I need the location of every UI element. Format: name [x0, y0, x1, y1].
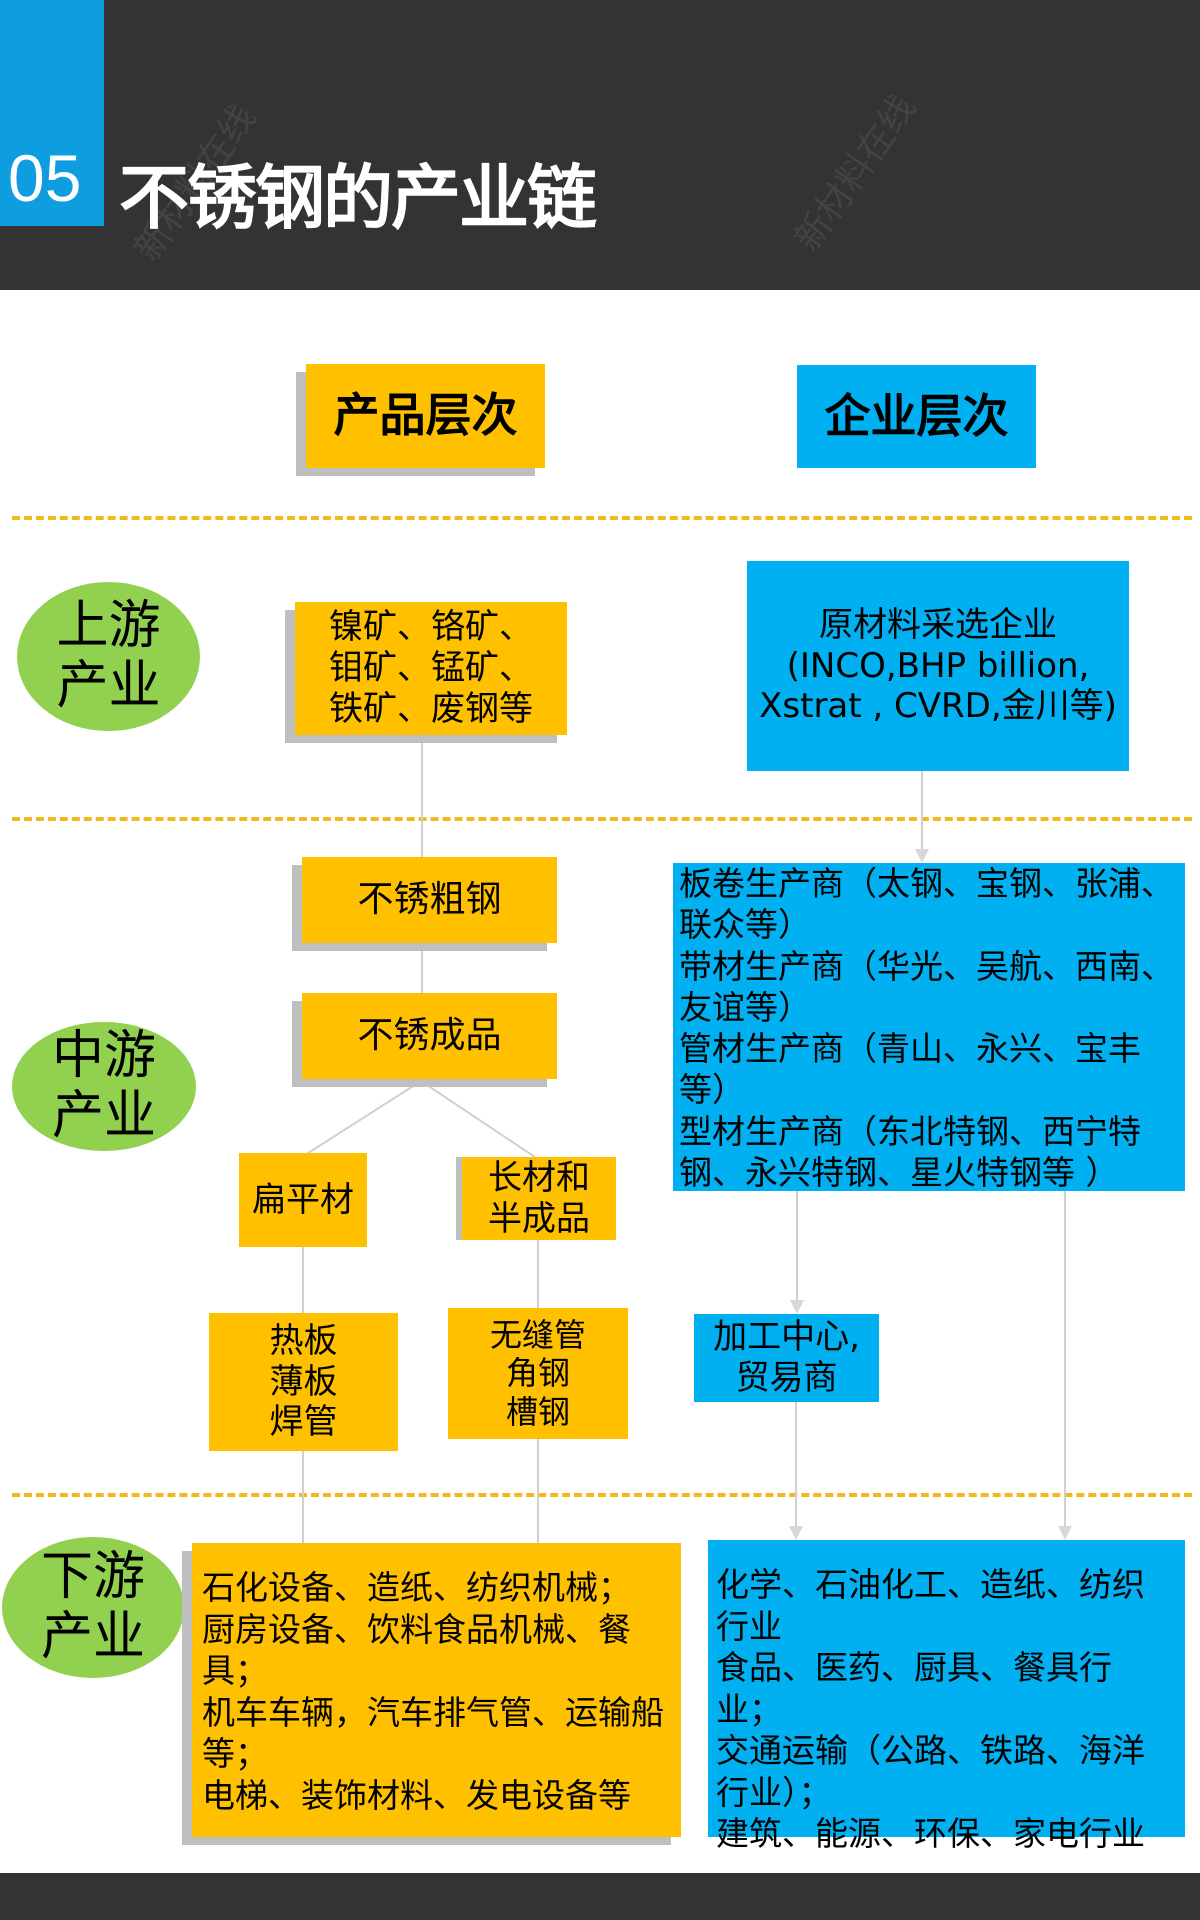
- arrow-line: [921, 771, 923, 849]
- connector: [537, 1439, 539, 1543]
- processing-traders: 加工中心, 贸易商: [694, 1314, 879, 1402]
- flat-products: 扁平材: [239, 1153, 367, 1247]
- flat-product-types: 热板 薄板 焊管: [209, 1313, 398, 1451]
- connector: [537, 1240, 539, 1308]
- downstream-products: 石化设备、造纸、纺织机械； 厨房设备、饮料食品机械、餐具； 机车车辆，汽车排气管…: [192, 1543, 681, 1837]
- arrow-line: [795, 1402, 797, 1526]
- divider: [12, 1493, 1192, 1497]
- stage-midstream: 中游 产业: [12, 1022, 196, 1151]
- enterprise-level-header: 企业层次: [797, 365, 1036, 468]
- crude-stainless-steel: 不锈粗钢: [302, 857, 557, 943]
- arrow-line: [1064, 1191, 1066, 1526]
- product-level-header: 产品层次: [306, 364, 545, 468]
- arrow-head-icon: [1058, 1526, 1072, 1540]
- branch-connector: [304, 1080, 536, 1158]
- arrow-line: [796, 1150, 798, 1300]
- arrow-head-icon: [915, 849, 929, 863]
- upstream-enterprises: 原材料采选企业 (INCO,BHP billion, Xstrat , CVRD…: [747, 561, 1129, 771]
- stage-upstream: 上游 产业: [17, 582, 200, 731]
- section-number-box: [0, 0, 104, 226]
- arrow-head-icon: [789, 1526, 803, 1540]
- arrow-head-icon: [790, 1300, 804, 1314]
- section-number: 05: [8, 141, 82, 215]
- connector: [421, 943, 423, 993]
- stage-downstream: 下游 产业: [2, 1537, 184, 1678]
- footer-bar: [0, 1873, 1200, 1920]
- midstream-producers: 板卷生产商（太钢、宝钢、张浦、联众等） 带材生产商（华光、吴航、西南、友谊等） …: [673, 863, 1185, 1192]
- divider: [12, 516, 1192, 520]
- header-bar: [0, 0, 1200, 290]
- connector: [421, 735, 423, 857]
- downstream-industries: 化学、石油化工、造纸、纺织行业 食品、医药、厨具、餐具行业； 交通运输（公路、铁…: [708, 1540, 1185, 1853]
- divider: [12, 817, 1192, 821]
- long-products: 长材和 半成品: [462, 1157, 616, 1240]
- page-title: 不锈钢的产业链: [119, 157, 597, 239]
- upstream-products: 镍矿、铬矿、 钼矿、锰矿、 铁矿、废钢等: [295, 602, 567, 735]
- finished-stainless-steel: 不锈成品: [302, 993, 557, 1079]
- connector: [302, 1247, 304, 1313]
- long-product-types: 无缝管 角钢 槽钢: [448, 1308, 628, 1439]
- connector: [302, 1451, 304, 1543]
